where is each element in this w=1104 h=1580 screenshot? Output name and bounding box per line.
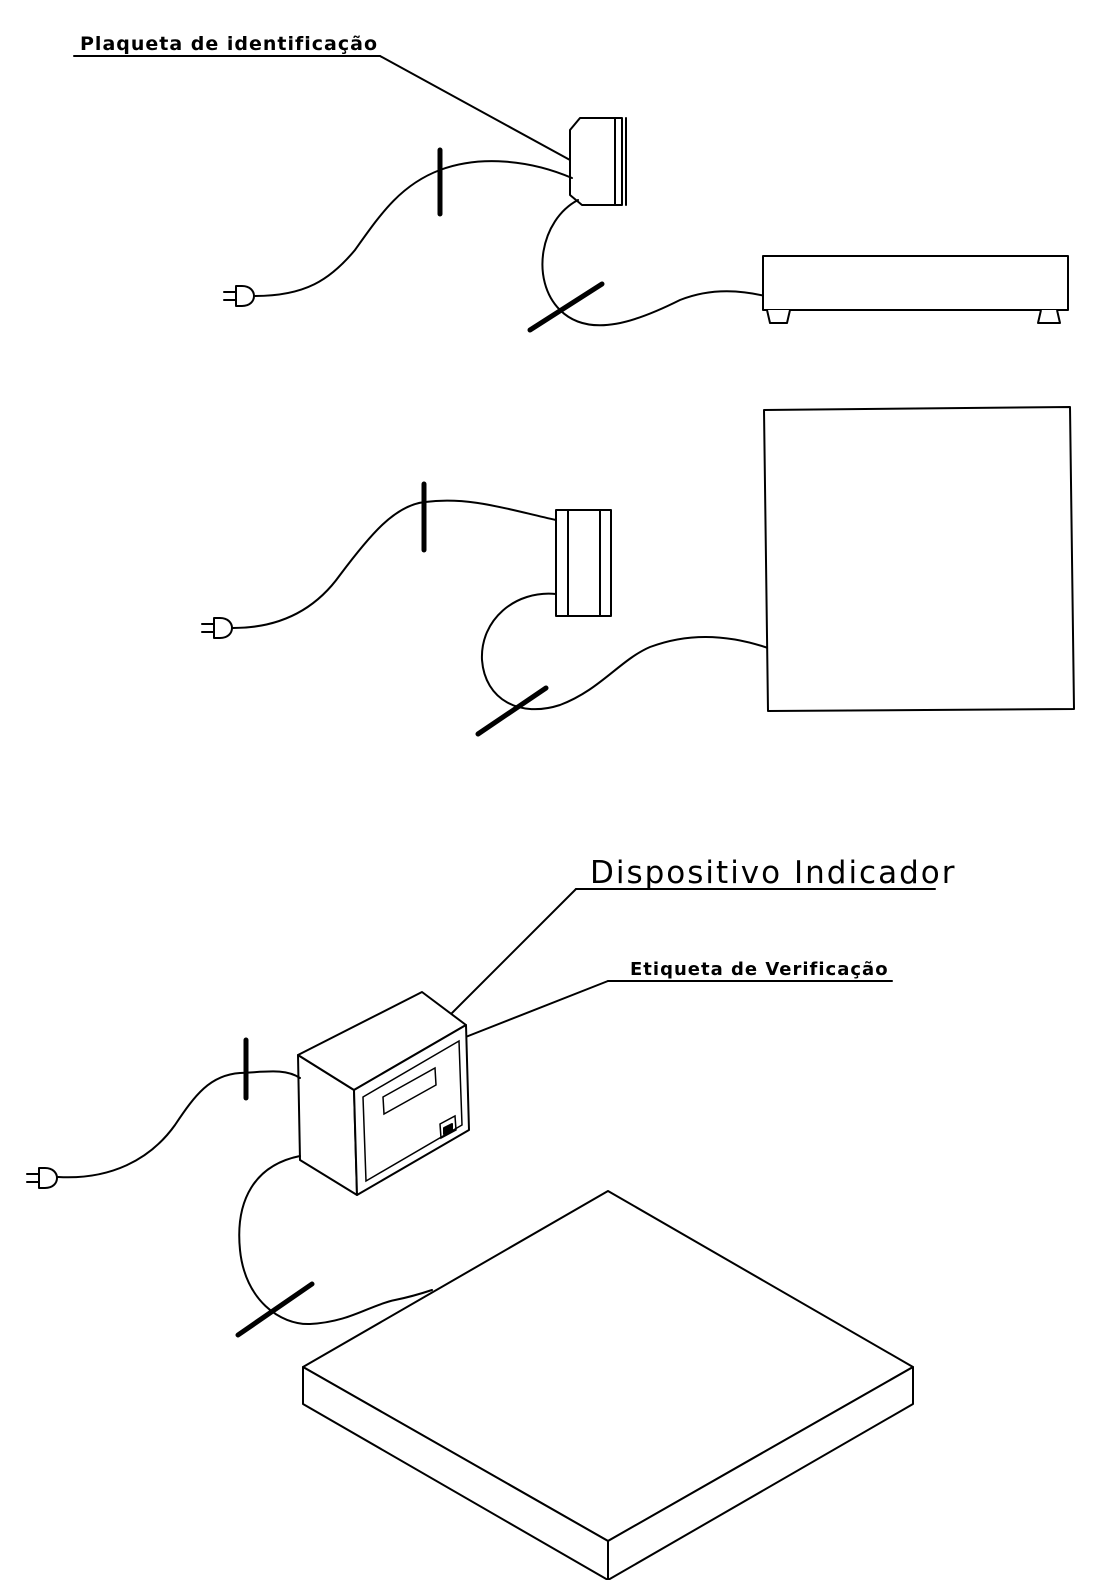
plate-leader-line <box>379 55 571 161</box>
figure-2-top-view <box>201 406 1075 737</box>
power-cable-3 <box>57 1070 301 1179</box>
load-cell-cable <box>541 199 766 327</box>
power-plug-icon <box>26 1167 58 1189</box>
cable-gland-4 <box>475 685 549 737</box>
platform-isometric <box>302 1190 914 1580</box>
verification-label: Etiqueta de Verificação <box>630 959 889 980</box>
verification-leader-line <box>457 980 609 1041</box>
indicator-label: Dispositivo Indicador <box>590 855 957 891</box>
figure-3-isometric-view: Dispositivo Indicador Etiqueta de Verifi… <box>26 855 957 1580</box>
power-cable <box>254 160 573 297</box>
platform-top-view <box>763 406 1075 712</box>
indicator-front-view <box>555 509 612 617</box>
plate-label: Plaqueta de identificação <box>80 33 378 55</box>
load-cell-cable-2 <box>480 592 769 711</box>
power-plug-icon <box>223 285 255 307</box>
figure-1-side-view: Plaqueta de identificação <box>73 33 1069 333</box>
load-cell-cable-3 <box>238 1155 433 1326</box>
platform-side-view <box>762 255 1069 324</box>
indicator-leader-line <box>429 888 577 1036</box>
power-cable-2 <box>232 499 557 629</box>
power-plug-icon <box>201 617 233 639</box>
indicator-isometric <box>297 991 470 1196</box>
cable-gland-6 <box>235 1281 315 1338</box>
indicator-side-view <box>569 117 627 206</box>
cable-gland-2 <box>527 281 605 333</box>
